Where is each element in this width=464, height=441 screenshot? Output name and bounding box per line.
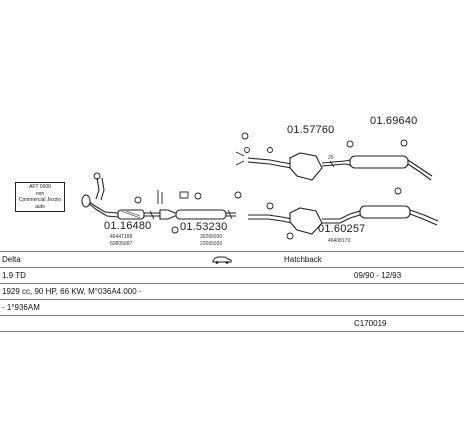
- front-pipe: [81, 177, 119, 218]
- front-section: [117, 209, 160, 220]
- part-label-p4: 01.69640: [370, 115, 418, 127]
- code-c6: 25: [328, 155, 334, 161]
- code-c5: 46408170: [328, 238, 351, 244]
- code-cell: C170019: [354, 319, 387, 328]
- lower-rear-assembly: [248, 205, 439, 235]
- table-row: 1929 cc, 90 HP, 66 KW, M°036A4.000 -: [0, 283, 464, 300]
- exhaust-system-diagram: [81, 132, 439, 240]
- code-c3: 30266930: [200, 234, 223, 240]
- note-line: auto: [35, 203, 45, 210]
- model-cell: Delta: [2, 255, 21, 264]
- table-row: C170019: [0, 315, 464, 332]
- table-row: - 1°936AM: [0, 299, 464, 316]
- code-c4: 22065930: [200, 241, 223, 247]
- note-line: non: [35, 190, 45, 197]
- note-cell: - 1°936AM: [2, 303, 40, 312]
- years-cell: 09/90 - 12/93: [354, 271, 402, 280]
- part-label-p1: 01.16480: [104, 220, 152, 232]
- part-label-p2: 01.53230: [180, 221, 228, 233]
- body-cell: Hatchback: [284, 255, 322, 264]
- upper-rear-assembly: [247, 152, 433, 181]
- part-label-p5: 01.60257: [318, 223, 366, 235]
- note-line: Commercial Jezzio: [18, 197, 62, 203]
- note-box: AFT 0000 non Commercial Jezzio auto: [15, 182, 65, 212]
- table-row: Delta Hatchback: [0, 251, 464, 268]
- engine-cell: 1.9 TD: [2, 271, 26, 280]
- part-label-p3: 01.57760: [287, 124, 335, 136]
- note-line: AFT 0000: [29, 184, 51, 190]
- code-c1: 46447188: [110, 234, 133, 240]
- car-icon: [212, 254, 232, 266]
- code-c2: 60805687: [110, 241, 133, 247]
- table-row: 1.9 TD 09/90 - 12/93: [0, 267, 464, 284]
- middle-silencer: [159, 209, 236, 220]
- specs-cell: 1929 cc, 90 HP, 66 KW, M°036A4.000 -: [2, 287, 142, 296]
- small-parts: [93, 132, 408, 240]
